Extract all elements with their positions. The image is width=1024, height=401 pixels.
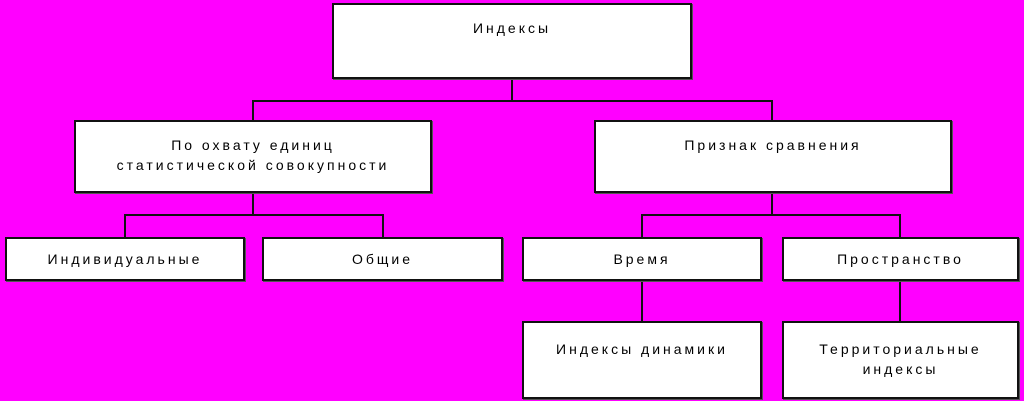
connector-root-to-coverage (252, 100, 254, 121)
node-comparison-attribute-label: Признак сравнения (684, 137, 862, 153)
node-by-coverage-of-units[interactable]: По охвату единиц статистической совокупн… (74, 120, 432, 193)
connector-feature-bus (641, 214, 901, 216)
node-by-coverage-of-units-label: По охвату единиц статистической совокупн… (116, 137, 390, 173)
node-dynamics-indexes[interactable]: Индексы динамики (522, 321, 762, 399)
node-individual-label: Индивидуальные (47, 251, 203, 267)
node-individual[interactable]: Индивидуальные (5, 237, 245, 281)
connector-time-to-dynamics (641, 281, 643, 322)
node-space[interactable]: Пространство (782, 237, 1019, 281)
connector-feature-to-time (641, 214, 643, 238)
connector-root-to-feature (771, 100, 773, 121)
node-time-label: Время (613, 251, 671, 267)
connector-space-to-territorial (899, 281, 901, 322)
connector-coverage-stem (252, 193, 254, 215)
connector-root-stem (511, 79, 513, 101)
connector-coverage-bus (124, 214, 384, 216)
node-territorial-indexes[interactable]: Территориальные индексы (782, 321, 1019, 399)
connector-coverage-to-individual (124, 214, 126, 238)
node-general-label: Общие (351, 251, 414, 267)
node-time[interactable]: Время (522, 237, 762, 281)
node-space-label: Пространство (837, 251, 964, 267)
connector-root-bus (252, 100, 773, 102)
connector-coverage-to-general (382, 214, 384, 238)
node-indexes-root-label: Индексы (472, 20, 552, 36)
node-territorial-indexes-label: Территориальные индексы (819, 341, 982, 377)
node-general[interactable]: Общие (262, 237, 503, 281)
connector-feature-to-space (899, 214, 901, 238)
node-indexes-root[interactable]: Индексы (332, 3, 692, 79)
connector-feature-stem (771, 193, 773, 215)
node-comparison-attribute[interactable]: Признак сравнения (594, 120, 952, 193)
node-dynamics-indexes-label: Индексы динамики (556, 341, 728, 357)
